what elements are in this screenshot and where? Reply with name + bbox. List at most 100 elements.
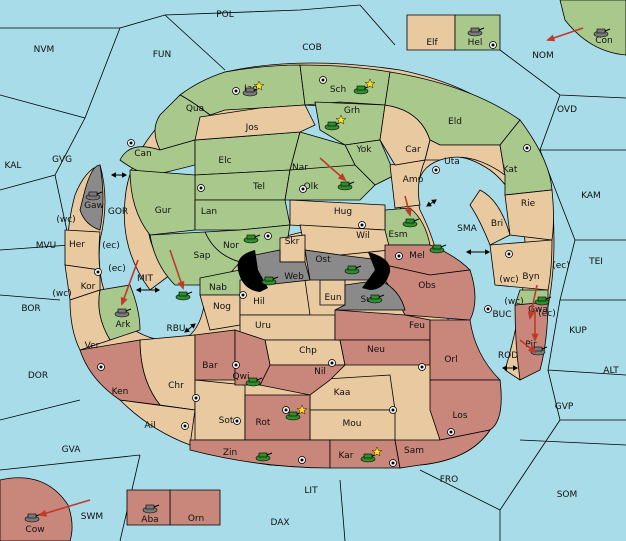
tank-unit-icon[interactable] <box>360 446 383 463</box>
province-amp[interactable] <box>389 159 426 209</box>
tank-unit-icon[interactable] <box>429 244 447 254</box>
tank-unit-icon[interactable] <box>243 234 261 244</box>
tank-unit-icon[interactable] <box>337 181 355 191</box>
tank-unit-icon[interactable] <box>255 452 273 462</box>
tank-unit-icon[interactable] <box>344 265 362 275</box>
province-label-qwi: Qwi <box>233 372 250 382</box>
sea-label-alt: ALT <box>603 366 619 376</box>
province-label-feu: Feu <box>409 321 425 331</box>
coast-label: (wc) <box>52 289 71 299</box>
province-label-con: Con <box>595 36 613 46</box>
sea-label-cob: COB <box>302 43 322 53</box>
move-arrow-head <box>531 333 539 343</box>
province-wil[interactable] <box>299 224 391 256</box>
province-orl[interactable] <box>429 319 501 381</box>
province-label-car: Car <box>405 145 421 155</box>
province-label-nog: Nog <box>213 302 231 312</box>
tank-unit-icon[interactable] <box>324 114 347 131</box>
province-her[interactable] <box>64 229 101 271</box>
channel-arrow-head <box>426 201 432 207</box>
province-label-rot: Rot <box>256 418 271 428</box>
tank-unit-icon[interactable] <box>534 296 552 306</box>
tank-unit-icon[interactable] <box>242 80 265 97</box>
supply-center-dot <box>391 461 395 465</box>
province-label-gwa: Gwa <box>528 305 548 315</box>
tank-unit-icon[interactable] <box>367 294 385 304</box>
tank-unit-icon[interactable] <box>85 191 103 201</box>
sea-label-dax: DAX <box>270 518 289 528</box>
tank-unit-icon[interactable] <box>402 218 420 228</box>
province-con[interactable] <box>559 0 626 56</box>
supply-center-dot <box>199 186 203 190</box>
supply-center-dot <box>129 141 133 145</box>
channel-arrow-head <box>184 327 190 333</box>
tank-unit-icon[interactable] <box>114 308 132 318</box>
province-label-eld: Eld <box>448 117 462 127</box>
province-ken[interactable] <box>79 339 161 406</box>
province-bri[interactable] <box>469 189 511 246</box>
sea-label-nvm: NVM <box>34 45 55 55</box>
tank-unit-icon[interactable] <box>467 27 485 37</box>
province-olk[interactable] <box>284 164 376 201</box>
sea-label-som: SOM <box>557 490 578 500</box>
supply-center-dot <box>507 252 511 256</box>
province-rie[interactable] <box>504 189 554 241</box>
supply-center-dot <box>266 234 270 238</box>
province-label-eun: Eun <box>324 293 341 303</box>
province-los[interactable] <box>429 379 502 441</box>
province-label-gaw: Gaw <box>84 201 104 211</box>
province-ver[interactable] <box>69 289 111 351</box>
tank-unit-icon[interactable] <box>285 404 308 421</box>
province-jos[interactable] <box>194 104 316 141</box>
province-tel[interactable] <box>194 169 291 201</box>
province-label-esm: Esm <box>388 230 407 240</box>
channel-arrows <box>110 172 519 371</box>
sea-label-fun: FUN <box>153 50 172 60</box>
province-label-ail: Ail <box>144 421 155 431</box>
province-pir[interactable] <box>514 299 549 381</box>
channel-arrow-head <box>190 323 196 329</box>
sea-boundaries <box>0 4 626 541</box>
province-sam[interactable] <box>394 429 491 469</box>
coast-label: (wc) <box>499 275 518 285</box>
move-arrow <box>39 499 91 516</box>
tank-unit-icon[interactable] <box>142 504 160 514</box>
tank-unit-icon[interactable] <box>245 377 263 387</box>
province-gur[interactable] <box>129 169 196 236</box>
province-neu[interactable] <box>339 339 431 366</box>
supply-center-dot <box>183 424 187 428</box>
sea-label-rbu: RBU <box>166 324 185 334</box>
coast-label: (wc) <box>56 215 75 225</box>
province-label-elf: Elf <box>426 38 438 48</box>
supply-center-dot <box>235 419 239 423</box>
sea-label-ovd: OVD <box>557 105 577 115</box>
province-label-orn: Orn <box>188 514 204 524</box>
province-label-nab: Nab <box>209 283 227 293</box>
province-qwi[interactable] <box>234 329 271 386</box>
tank-unit-icon[interactable] <box>593 28 611 38</box>
move-arrow-head <box>404 207 412 217</box>
tank-unit-icon[interactable] <box>261 276 279 286</box>
province-cow[interactable] <box>0 477 73 541</box>
channel-arrow-head <box>465 249 472 255</box>
move-arrow-head <box>38 509 48 517</box>
sea-label-buc: BUC <box>492 310 511 320</box>
province-bar[interactable] <box>194 329 236 381</box>
supply-center-dot <box>434 168 438 172</box>
province-label-lan: Lan <box>201 207 217 217</box>
tank-unit-icon[interactable] <box>175 291 193 301</box>
sea-label-gvp: GVP <box>555 402 574 412</box>
coast-label: (ec) <box>538 309 556 319</box>
province-label-cow: Cow <box>25 525 44 535</box>
province-label-obs: Obs <box>418 281 436 291</box>
move-arrow-head <box>527 345 537 354</box>
province-label-ken: Ken <box>112 387 129 397</box>
tank-unit-icon[interactable] <box>353 78 376 95</box>
coast-label: (ec) <box>102 241 120 251</box>
units <box>24 27 611 523</box>
supply-center-dot <box>491 43 495 47</box>
lake-west <box>237 250 268 292</box>
lake-east <box>362 252 391 290</box>
province-sot[interactable] <box>194 379 246 441</box>
province-label-gur: Gur <box>155 206 172 216</box>
